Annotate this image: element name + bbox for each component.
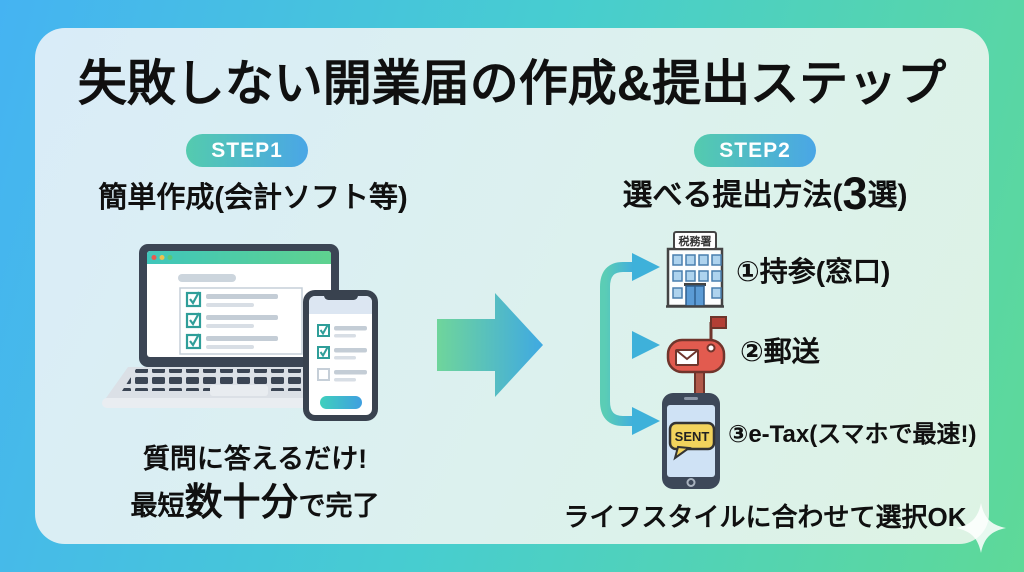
tax-office-icon: 税務署 (666, 231, 724, 308)
option3-label: ③e-Tax(スマホで最速!) (728, 421, 977, 448)
smartphone-sent-icon: SENT (662, 393, 720, 489)
laptop-icon (102, 244, 378, 408)
sent-badge-text: SENT (675, 429, 710, 444)
step2-badge: STEP2 (694, 134, 816, 167)
sparkle-icon (956, 503, 1006, 553)
option2-label: ②郵送 (740, 336, 820, 367)
big-right-arrow-icon (437, 293, 543, 397)
step2-subtitle: 選べる提出方法(3選) (622, 168, 908, 219)
laptop-phone-illustration (102, 244, 378, 421)
step1-caption-line2: 最短数十分で完了 (130, 482, 380, 524)
tax-office-sign-text: 税務署 (679, 234, 712, 248)
page-title: 失敗しない開業届の作成&提出ステップ (77, 57, 947, 111)
step1-caption: 質問に答えるだけ! 最短数十分で完了 (60, 441, 450, 531)
mailbox-icon (666, 316, 727, 398)
step1-badge: STEP1 (186, 134, 308, 167)
step1-caption-line1: 質問に答えるだけ! (142, 444, 368, 474)
step1-subtitle: 簡単作成(会計ソフト等) (98, 182, 408, 214)
branch-connector-icon (551, 253, 660, 435)
smartphone-icon (303, 290, 378, 421)
step2-caption: ライフスタイルに合わせて選択OK (563, 502, 967, 532)
option1-label: ①持参(窓口) (736, 256, 891, 287)
